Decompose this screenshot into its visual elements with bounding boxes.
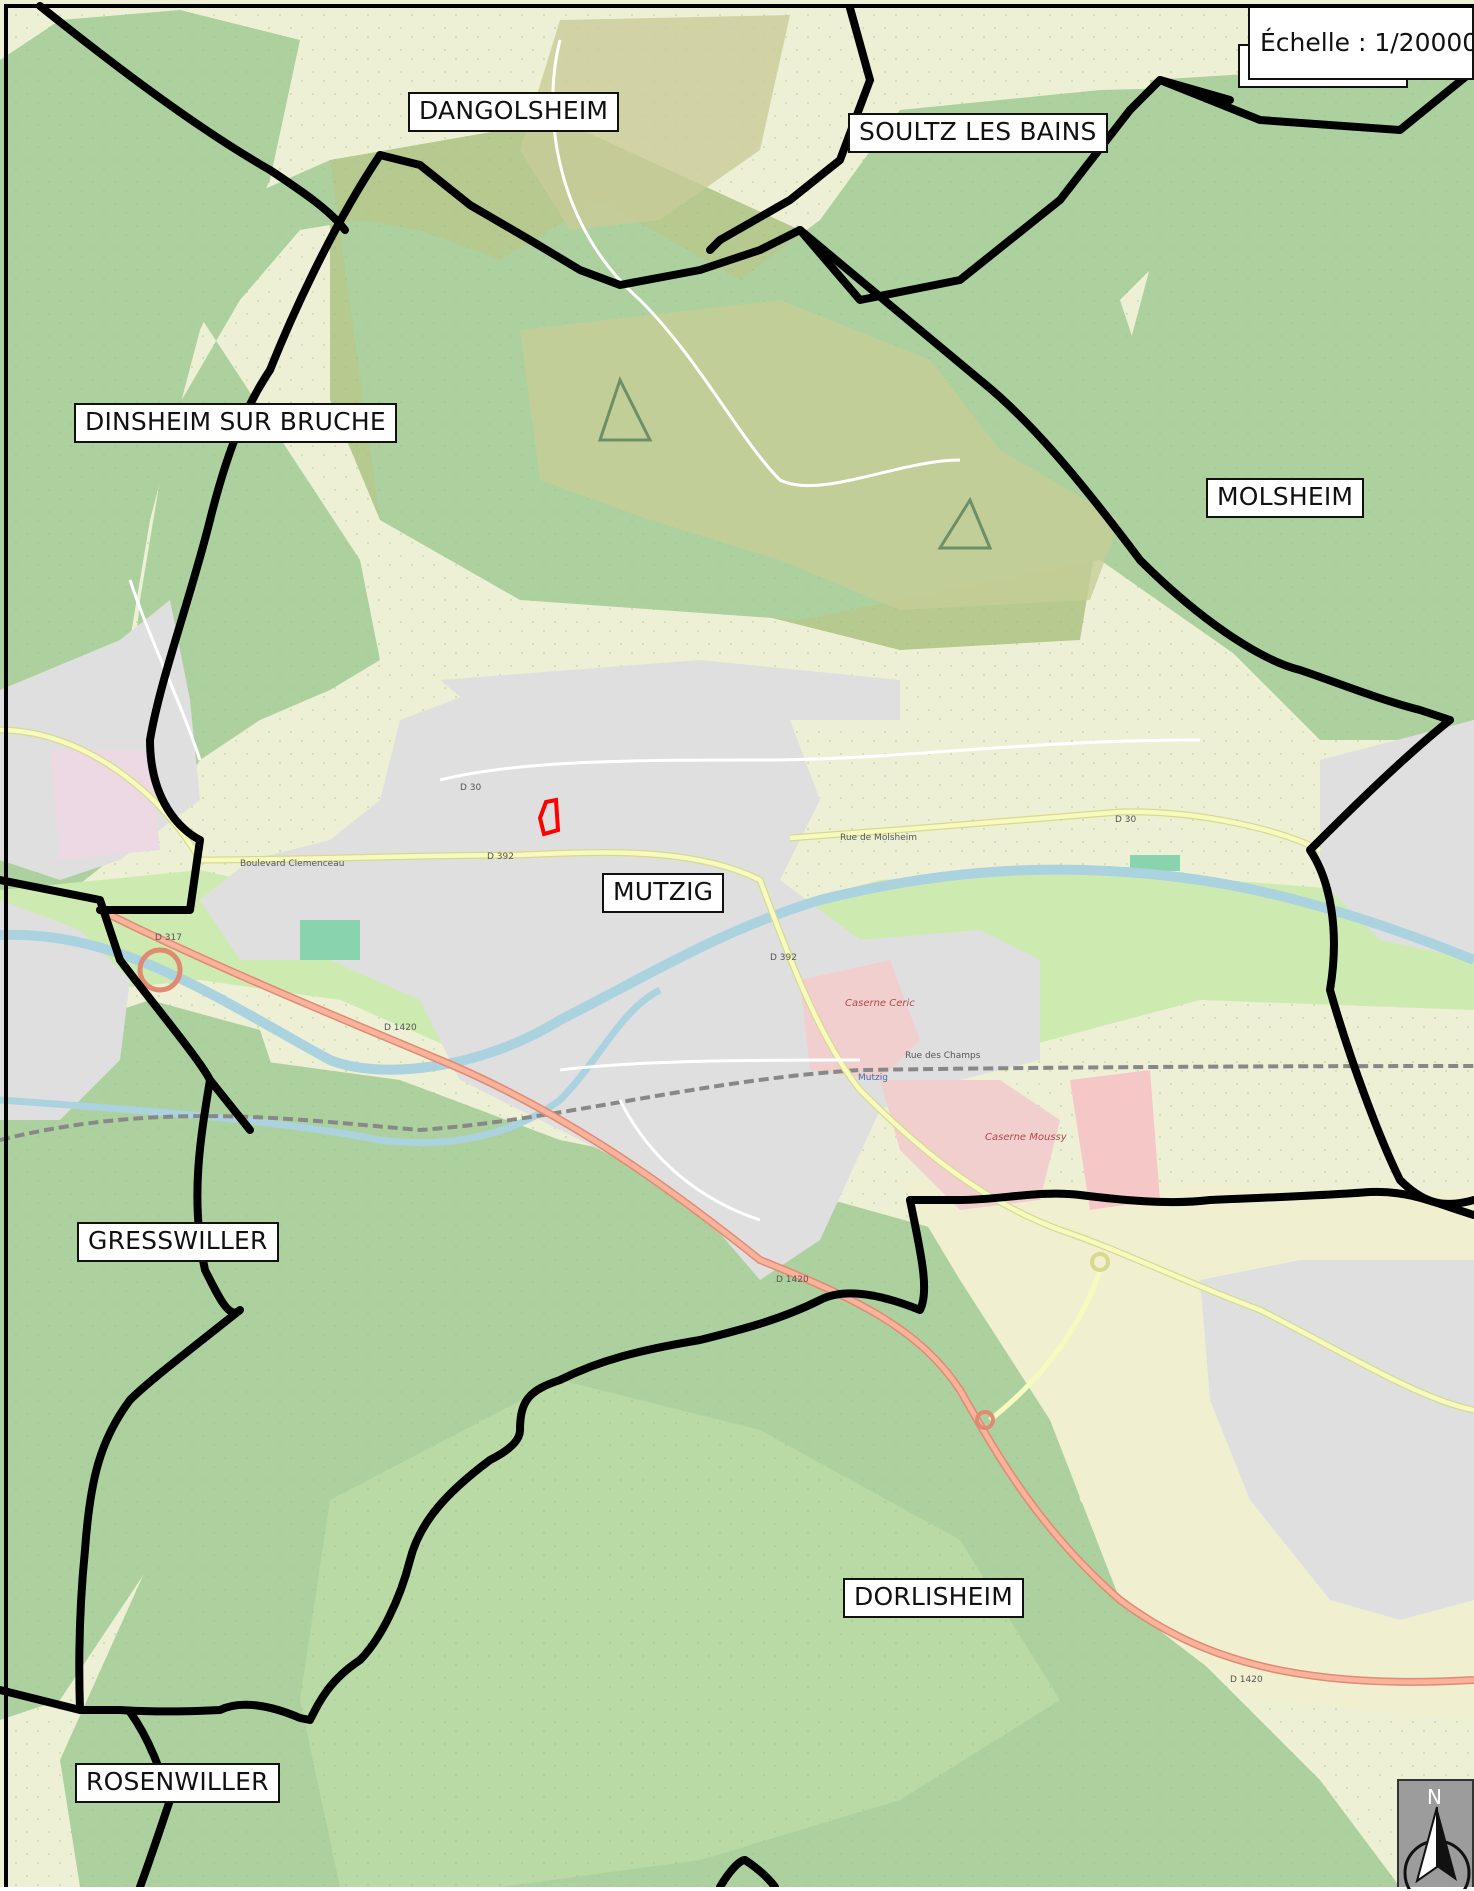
- boundary-molsheim-north: [1156, 76, 1234, 104]
- commune-label-rosenwiller: ROSENWILLER: [75, 1763, 280, 1803]
- residential-mutzig: [200, 680, 1040, 1280]
- commune-label-molsheim: MOLSHEIM: [1206, 478, 1365, 518]
- sports-field-2: [1130, 855, 1180, 871]
- road-d392-inner: [0, 727, 1474, 1413]
- parcel-outline: [537, 797, 561, 837]
- commune-label-mutzig: MUTZIG: [602, 873, 725, 913]
- road-local-2: [439, 738, 1201, 782]
- boundary-soultz: [706, 4, 874, 254]
- military-east: [1070, 1070, 1160, 1210]
- road-label-d1420-c: D 1420: [1230, 1675, 1263, 1685]
- north-arrow-icon: [1403, 1806, 1471, 1889]
- sports-field: [300, 920, 360, 960]
- boundary-east-1: [1306, 716, 1474, 1208]
- industrial-west: [50, 750, 160, 860]
- roundabout-east: [1090, 1252, 1110, 1272]
- fort-triangle-1: [597, 376, 653, 442]
- commune-label-dangolsheim: DANGOLSHEIM: [408, 92, 620, 132]
- road-label-rue-champs: Rue des Champs: [905, 1051, 981, 1061]
- river-canal: [0, 986, 662, 1147]
- residential-north-strip: [440, 660, 900, 730]
- river-bruche: [0, 864, 1474, 1075]
- boundary-north: [36, 2, 349, 234]
- road-local-1: [551, 39, 961, 488]
- road-local-5: [618, 1099, 761, 1222]
- boundary-mutzig-west: [96, 151, 384, 914]
- road-label-d30-a: D 30: [460, 783, 482, 793]
- boundary-mutzig-north: [376, 151, 804, 289]
- commune-label-gresswiller: GRESSWILLER: [77, 1222, 279, 1262]
- scale-box: Échelle : 1/20000: [1248, 4, 1474, 80]
- north-letter: N: [1427, 1785, 1442, 1809]
- boundary-dorlisheim-north: [906, 1187, 1474, 1219]
- road-label-d30-b: D 30: [1115, 815, 1137, 825]
- roundabout-west: [137, 947, 183, 993]
- roundabout-south: [975, 1410, 995, 1430]
- road-label-d392-a: D 392: [487, 852, 514, 862]
- place-label-station: Mutzig: [858, 1073, 888, 1083]
- fort-triangle-2: [937, 496, 993, 550]
- commune-label-soultz: SOULTZ LES BAINS: [848, 113, 1108, 153]
- boundary-soultz-east: [796, 66, 1474, 304]
- road-label-d1420-b: D 1420: [776, 1275, 809, 1285]
- road-local-3: [559, 1058, 861, 1072]
- residential-east: [1320, 720, 1474, 960]
- road-label-d392-b: D 392: [770, 953, 797, 963]
- road-label-bd-clemenceau: Boulevard Clemenceau: [240, 859, 344, 869]
- boundary-west-lower: [0, 876, 254, 1134]
- residential-west-lower: [0, 900, 130, 1120]
- boundary-dorlisheim-west: [0, 1196, 929, 1724]
- boundary-south: [716, 1856, 779, 1891]
- road-d30-south: [988, 1269, 1103, 1422]
- north-arrow-box: N: [1397, 1779, 1474, 1889]
- road-d1420-inner: [98, 907, 1474, 1685]
- residential-dorlisheim: [1200, 1260, 1474, 1620]
- military-fort-north: [520, 15, 790, 230]
- commune-label-dorlisheim: DORLISHEIM: [843, 1578, 1025, 1618]
- place-label-caserne-moussy: Caserne Moussy: [985, 1132, 1068, 1143]
- road-label-d1420-a: D 1420: [384, 1023, 417, 1033]
- place-label-caserne-ceric: Caserne Ceric: [845, 998, 915, 1009]
- road-label-rue-molsheim: Rue de Molsheim: [840, 833, 917, 843]
- scale-label: Échelle : 1/20000: [1260, 28, 1474, 57]
- military-caserne-moussy: [880, 1080, 1060, 1210]
- commune-label-dinsheim: DINSHEIM SUR BRUCHE: [74, 403, 397, 443]
- military-fort-area: [520, 300, 1120, 610]
- road-d30-east-inner: [789, 809, 1322, 853]
- boundary-mutzig-east: [796, 226, 1454, 724]
- road-label-d317: D 317: [155, 933, 182, 943]
